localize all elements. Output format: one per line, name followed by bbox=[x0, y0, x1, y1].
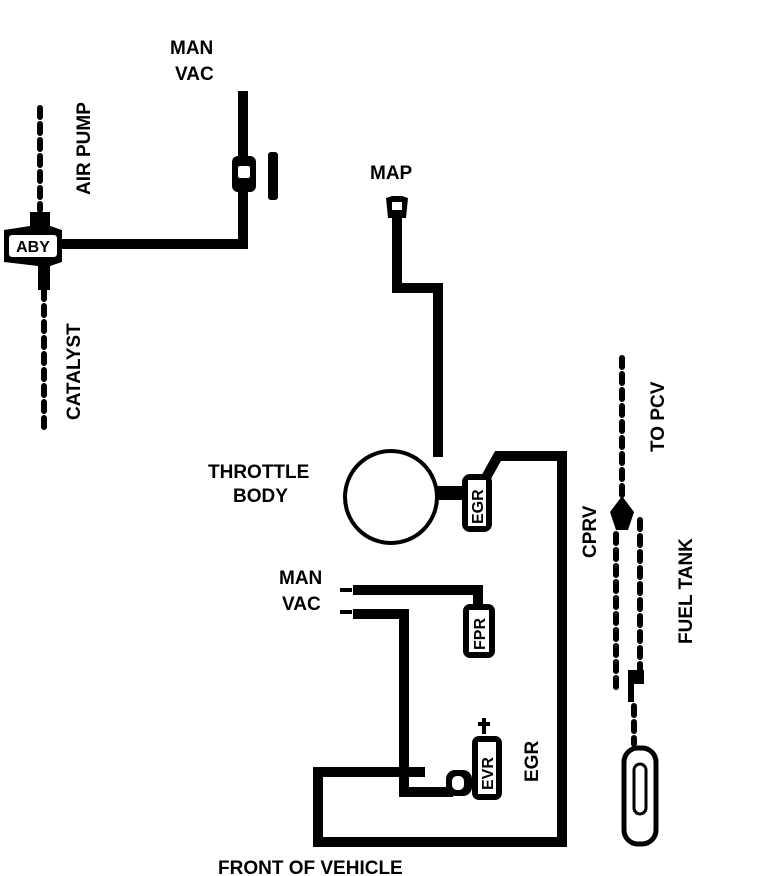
air-pump-catalyst-group: ABY bbox=[4, 91, 278, 431]
map-throttle-group: EGR bbox=[313, 196, 567, 847]
fpr-hose bbox=[353, 585, 483, 611]
fuel-tank-fitting bbox=[628, 670, 644, 702]
throttle-body-line1: THROTTLE bbox=[208, 462, 309, 483]
cprv-egr-loop-hose bbox=[313, 451, 567, 847]
fuel-tank-label: FUEL TANK bbox=[676, 538, 697, 644]
cprv-label: CPRV bbox=[580, 505, 601, 558]
egr-valve-label: EGR bbox=[470, 489, 487, 524]
evr-connector-window bbox=[452, 776, 464, 790]
map-hose bbox=[392, 215, 443, 457]
front-of-vehicle-label: FRONT OF VEHICLE bbox=[218, 858, 403, 876]
man-vac-top-line2: VAC bbox=[175, 64, 214, 85]
man-vac-bottom-line2: VAC bbox=[282, 594, 321, 615]
pcv-fuel-tank-group bbox=[610, 355, 659, 847]
air-pump-label: AIR PUMP bbox=[74, 102, 95, 195]
egr-stub bbox=[437, 486, 467, 500]
canister-slot bbox=[632, 762, 648, 816]
throttle-body bbox=[343, 449, 439, 545]
aby-to-manvac-hose bbox=[57, 185, 248, 249]
evr-label: EVR bbox=[480, 757, 497, 790]
fpr-window bbox=[469, 610, 489, 652]
catalyst-label: CATALYST bbox=[64, 323, 85, 420]
man-vac-top-line1: MAN bbox=[170, 38, 213, 59]
fpr-label: FPR bbox=[472, 618, 489, 650]
egr-line-label: EGR bbox=[522, 741, 543, 782]
egr-valve-window bbox=[468, 480, 486, 526]
evr-window bbox=[478, 742, 496, 794]
pcv-junction bbox=[610, 496, 634, 530]
throttle-body-line2: BODY bbox=[233, 486, 288, 507]
map-connector-window bbox=[392, 202, 402, 210]
to-pcv-label: TO PCV bbox=[648, 381, 669, 452]
evr-vent bbox=[478, 718, 490, 734]
evr-hose bbox=[353, 609, 453, 797]
vac-connector-window bbox=[238, 166, 250, 178]
fpr-evr-group: FPR EVR bbox=[325, 585, 502, 800]
vac-fitting bbox=[268, 152, 278, 200]
aby-label: ABY bbox=[16, 239, 50, 256]
map-label: MAP bbox=[370, 163, 413, 184]
man-vac-bottom-line1: MAN bbox=[279, 568, 322, 589]
